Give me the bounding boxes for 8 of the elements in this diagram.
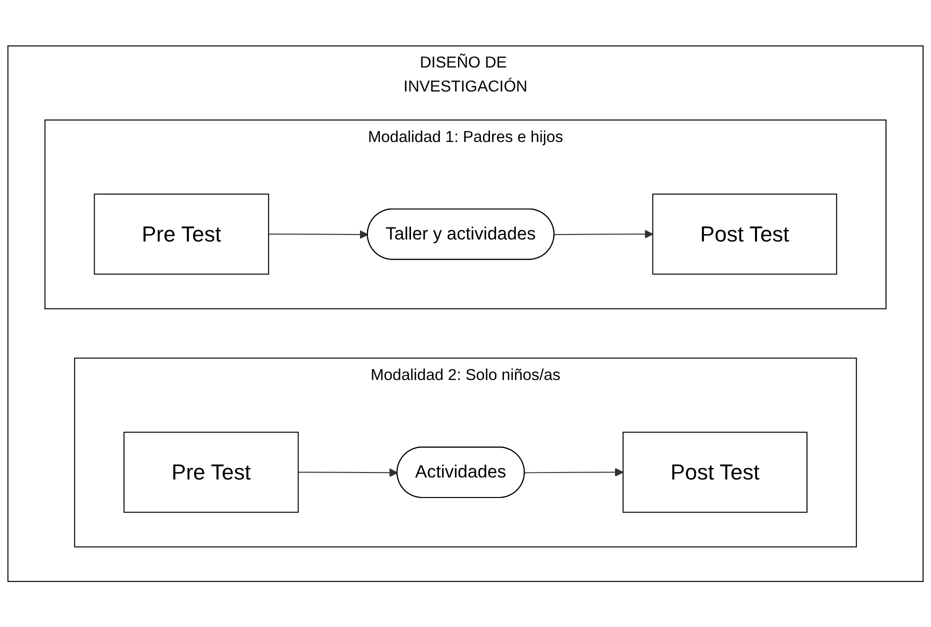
arrow [268, 230, 368, 239]
node-box: Post Test [622, 432, 808, 513]
arrow [298, 468, 398, 477]
node-box: Pre Test [124, 432, 299, 513]
arrow [554, 230, 654, 238]
arrow [524, 468, 624, 476]
node-box: Post Test [652, 193, 838, 274]
node-box: Pre Test [94, 193, 270, 274]
